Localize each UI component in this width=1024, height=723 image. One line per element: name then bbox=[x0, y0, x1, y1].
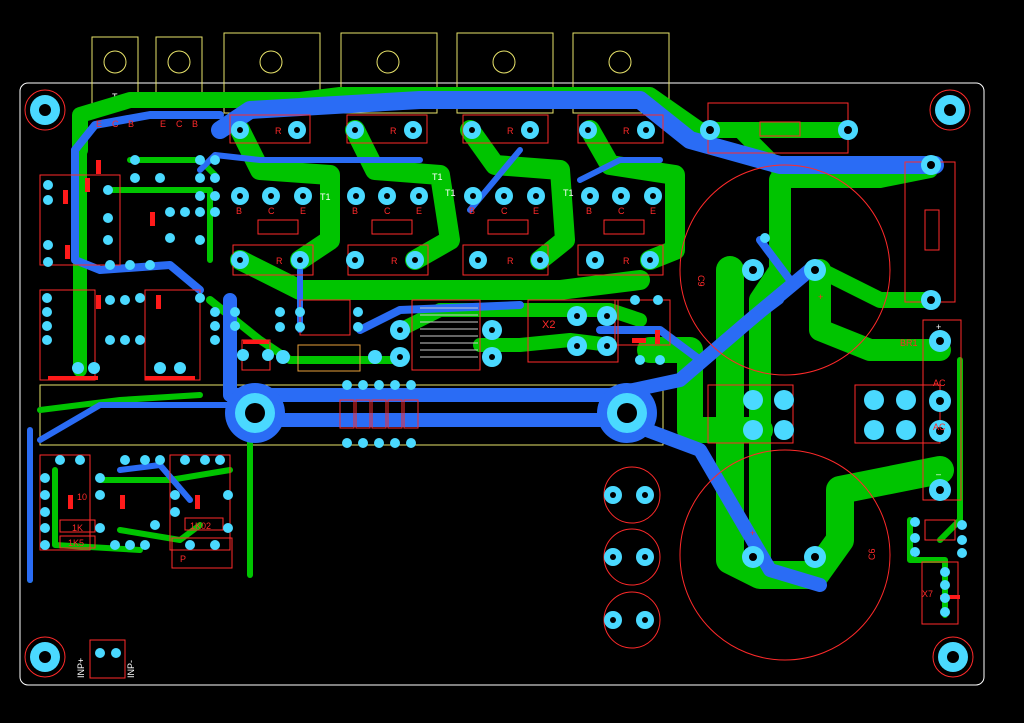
label-r-bot-4: R bbox=[623, 256, 630, 266]
label-e-row1: E bbox=[300, 206, 306, 216]
label-x7: X7 bbox=[922, 589, 933, 599]
label-c-2: C bbox=[176, 119, 183, 129]
silk-yellow-parts bbox=[297, 344, 361, 372]
label-b-row3: B bbox=[469, 206, 475, 216]
label-c9: C9 bbox=[696, 275, 706, 287]
label-c-1: C bbox=[112, 119, 119, 129]
label-e-2: E bbox=[160, 119, 166, 129]
label-c-row3: C bbox=[501, 206, 508, 216]
pads bbox=[40, 120, 967, 658]
label-c-row2: C bbox=[384, 206, 391, 216]
label-ac-1: AC bbox=[933, 378, 946, 388]
label-10: 10 bbox=[77, 492, 87, 502]
label-b-row2: B bbox=[352, 206, 358, 216]
board-outline bbox=[19, 82, 985, 686]
label-1k02: 1K02 bbox=[190, 521, 211, 531]
pad-holes bbox=[237, 126, 944, 623]
label-inp-plus: INP+ bbox=[76, 658, 86, 678]
label-e-row2: E bbox=[416, 206, 422, 216]
label-t1-3: T1 bbox=[445, 188, 456, 198]
diode-markers bbox=[48, 160, 960, 599]
label-br1: BR1 bbox=[900, 338, 918, 348]
label-r-bot-1: R bbox=[276, 256, 283, 266]
mounting-holes bbox=[24, 89, 974, 678]
label-p: P bbox=[180, 554, 186, 564]
label-e-row4: E bbox=[650, 206, 656, 216]
bridge-mounting-pads bbox=[225, 383, 657, 443]
label-b-row1: B bbox=[236, 206, 242, 216]
label-r-top-4: R bbox=[623, 126, 630, 136]
label-r-bot-3: R bbox=[507, 256, 514, 266]
label-1k: 1K bbox=[72, 523, 83, 533]
label-t1-1: T1 bbox=[320, 192, 331, 202]
silkscreen-text: E C B E C B R R R R T1 T1 T1 T1 B C E B … bbox=[68, 119, 946, 678]
label-b-2: B bbox=[192, 119, 198, 129]
label-br1-plus: + bbox=[936, 322, 941, 332]
label-ac-2: AC bbox=[933, 422, 946, 432]
silkscreen-outlines bbox=[39, 102, 962, 679]
label-x2: X2 bbox=[542, 319, 555, 331]
label-t1-2: T1 bbox=[432, 172, 443, 182]
label-br1-minus: – bbox=[936, 469, 941, 479]
label-b-1: B bbox=[128, 119, 134, 129]
label-c9-plus: + bbox=[818, 292, 823, 302]
label-c6: C6 bbox=[867, 548, 877, 560]
label-1k5: 1K5 bbox=[68, 538, 84, 548]
label-b-row4: B bbox=[586, 206, 592, 216]
label-r-top-2: R bbox=[390, 126, 397, 136]
top-copper-layer bbox=[27, 87, 963, 618]
label-inp-minus: INP- bbox=[126, 660, 136, 678]
connector-x1-ribbon bbox=[420, 307, 478, 358]
label-r-top-1: R bbox=[275, 126, 282, 136]
label-e-1: E bbox=[96, 119, 102, 129]
label-c-row4: C bbox=[618, 206, 625, 216]
label-r-top-3: R bbox=[507, 126, 514, 136]
label-c-row1: C bbox=[268, 206, 275, 216]
label-t1-4: T1 bbox=[563, 188, 574, 198]
label-e-row3: E bbox=[533, 206, 539, 216]
label-r-bot-2: R bbox=[391, 256, 398, 266]
label-c6-plus: + bbox=[750, 528, 755, 538]
